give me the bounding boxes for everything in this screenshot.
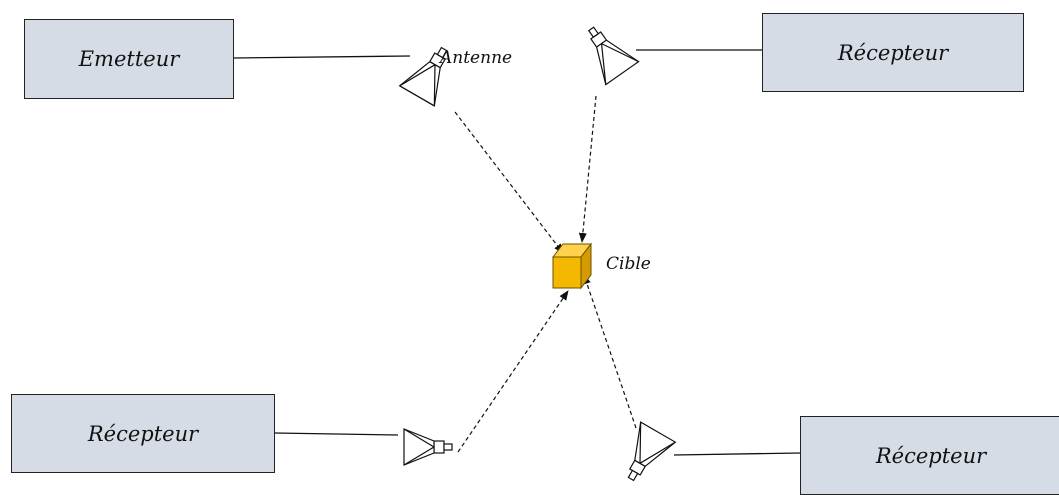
path-emitter-to-target [454, 111, 564, 254]
receiver-antenna-bottom-left-icon [403, 428, 453, 466]
emitter-label: Emetteur [78, 47, 180, 71]
cable-receiver-bottom-right [673, 452, 801, 456]
receiver-label-bottom-left: Récepteur [87, 421, 199, 446]
receiver-box-bottom-left: Récepteur [11, 394, 275, 473]
target-label: Cible [606, 254, 651, 274]
path-receiver-top-right [578, 95, 597, 243]
path-receiver-bottom-right [583, 274, 637, 429]
emitter-box: Emetteur [24, 19, 234, 99]
receiver-box-bottom-right: Récepteur [800, 416, 1059, 495]
receiver-antenna-top-right-icon [587, 26, 640, 86]
emitter-antenna-icon [398, 46, 448, 107]
cable-receiver-bottom-left [274, 432, 399, 436]
receiver-antenna-bottom-right-icon [627, 421, 677, 482]
target-cube-icon [551, 242, 593, 290]
receiver-label-bottom-right: Récepteur [875, 443, 987, 468]
path-receiver-bottom-left [457, 290, 569, 453]
receiver-label-top-right: Récepteur [837, 40, 949, 65]
receiver-box-top-right: Récepteur [762, 13, 1024, 92]
diagram-canvas [233, 26, 801, 482]
antenna-label: Antenne [440, 48, 513, 68]
cable-emitter [233, 55, 411, 59]
